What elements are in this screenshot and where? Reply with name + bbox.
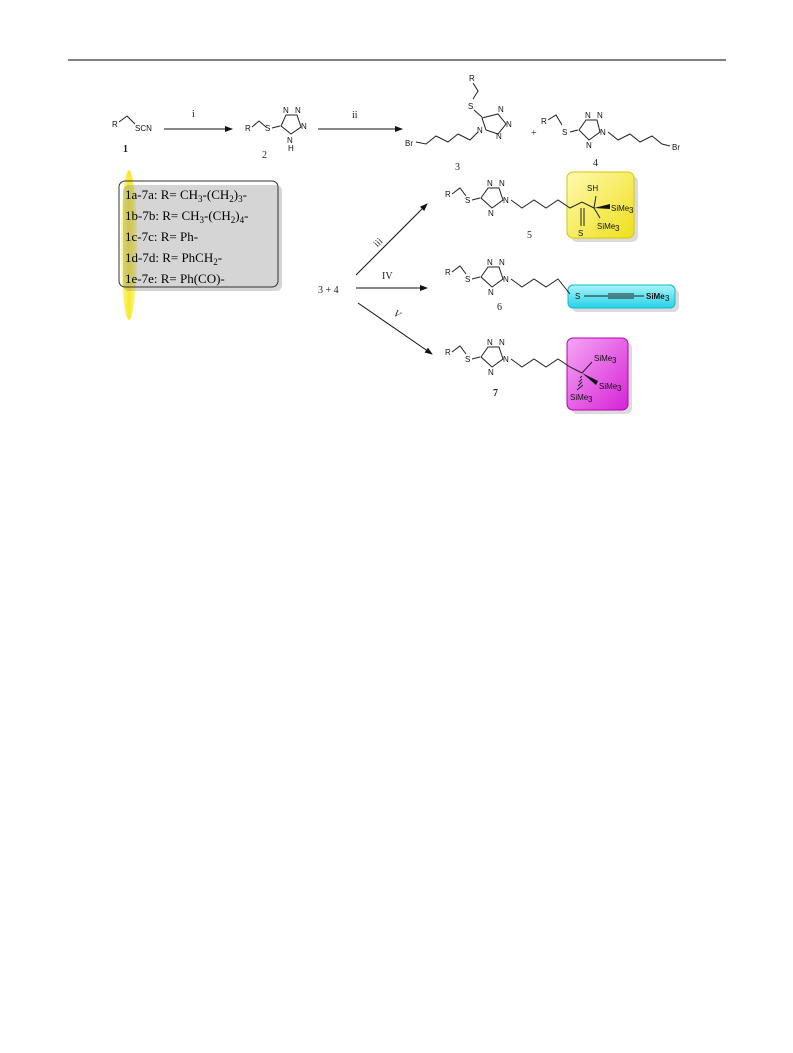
compound-4: R S N N N N Br 4 bbox=[541, 111, 680, 169]
svg-text:N: N bbox=[496, 132, 502, 141]
label-compound-2: 2 bbox=[262, 150, 267, 161]
label-compound-7: 7 bbox=[493, 388, 498, 399]
label-compound-3: 3 bbox=[455, 162, 460, 173]
svg-text:N: N bbox=[506, 120, 512, 129]
substituent-e: 1e-7e: R= Ph(CO)- bbox=[125, 271, 225, 286]
svg-text:3: 3 bbox=[588, 395, 593, 404]
label-compound-5: 5 bbox=[527, 230, 532, 241]
substituent-d: 1d-7d: R= PhCH2- bbox=[125, 250, 222, 267]
label-mix: 3 + 4 bbox=[318, 285, 339, 296]
plus-sign: + bbox=[531, 128, 537, 139]
svg-text:N: N bbox=[301, 122, 307, 131]
svg-text:N: N bbox=[503, 196, 509, 205]
substituent-a: 1a-7a: R= CH3-(CH2)3- bbox=[125, 187, 247, 204]
substituent-b: 1b-7b: R= CH3-(CH2)4- bbox=[125, 208, 248, 225]
reagent-ii: ii bbox=[352, 110, 358, 121]
svg-text:H: H bbox=[288, 144, 294, 153]
svg-text:R: R bbox=[245, 124, 251, 133]
svg-text:S: S bbox=[562, 128, 567, 137]
magenta-highlight-box bbox=[566, 337, 629, 411]
svg-text:R: R bbox=[445, 190, 451, 199]
svg-text:N: N bbox=[295, 106, 301, 115]
svg-text:N: N bbox=[283, 106, 289, 115]
svg-text:R: R bbox=[445, 268, 451, 277]
svg-text:S: S bbox=[575, 292, 580, 301]
svg-text:N: N bbox=[586, 141, 592, 150]
svg-text:N: N bbox=[477, 126, 483, 135]
svg-text:S: S bbox=[578, 229, 583, 238]
atom-R: R bbox=[112, 120, 118, 129]
svg-text:N: N bbox=[499, 179, 505, 188]
svg-text:N: N bbox=[487, 179, 493, 188]
svg-text:SH: SH bbox=[587, 184, 598, 193]
svg-text:3: 3 bbox=[629, 206, 634, 215]
svg-text:N: N bbox=[585, 111, 591, 120]
reagent-IV: IV bbox=[382, 271, 393, 282]
compound-2: R S N N N N H 2 bbox=[245, 106, 307, 161]
svg-text:R: R bbox=[541, 117, 547, 126]
svg-text:SiMe: SiMe bbox=[594, 354, 613, 363]
yellow-highlight bbox=[121, 170, 137, 320]
svg-text:N: N bbox=[488, 209, 494, 218]
svg-text:N: N bbox=[499, 338, 505, 347]
svg-text:S: S bbox=[265, 124, 270, 133]
reagent-i: i bbox=[192, 109, 195, 120]
label-compound-4: 4 bbox=[593, 158, 598, 169]
svg-text:N: N bbox=[487, 338, 493, 347]
svg-text:Br: Br bbox=[672, 143, 680, 152]
svg-text:SiMe: SiMe bbox=[599, 382, 618, 391]
svg-text:R: R bbox=[445, 348, 451, 357]
svg-text:R: R bbox=[469, 74, 475, 83]
svg-text:N: N bbox=[488, 288, 494, 297]
svg-text:Br: Br bbox=[405, 139, 413, 148]
arrow-iii bbox=[355, 203, 428, 276]
label-compound-1: 1 bbox=[123, 144, 128, 155]
substituent-legend: 1a-7a: R= CH3-(CH2)3- 1b-7b: R= CH3-(CH2… bbox=[118, 170, 282, 320]
substituent-c: 1c-7c: R= Ph- bbox=[125, 229, 198, 244]
svg-text:SiMe: SiMe bbox=[646, 292, 665, 301]
svg-text:N: N bbox=[499, 258, 505, 267]
svg-text:S: S bbox=[465, 355, 470, 364]
label-compound-6: 6 bbox=[497, 302, 502, 313]
svg-text:N: N bbox=[488, 368, 494, 377]
svg-text:SiMe: SiMe bbox=[597, 222, 616, 231]
svg-text:N: N bbox=[503, 355, 509, 364]
svg-text:3: 3 bbox=[617, 384, 622, 393]
svg-text:S: S bbox=[468, 102, 473, 111]
svg-text:N: N bbox=[498, 105, 504, 114]
svg-text:3: 3 bbox=[665, 294, 670, 303]
compound-1: R SCN 1 bbox=[112, 115, 152, 155]
svg-text:3: 3 bbox=[615, 224, 620, 233]
svg-text:S: S bbox=[465, 275, 470, 284]
reagent-V: V bbox=[391, 308, 404, 322]
svg-text:N: N bbox=[600, 128, 606, 137]
arrow-V bbox=[357, 302, 433, 355]
compound-3: R S N N N N Br 3 bbox=[405, 74, 512, 173]
svg-text:SiMe: SiMe bbox=[570, 393, 589, 402]
svg-text:N: N bbox=[503, 275, 509, 284]
svg-text:S: S bbox=[465, 196, 470, 205]
svg-text:N: N bbox=[287, 136, 293, 145]
atom-SCN: SCN bbox=[135, 124, 152, 133]
svg-text:N: N bbox=[487, 258, 493, 267]
svg-text:N: N bbox=[597, 111, 603, 120]
svg-text:3: 3 bbox=[612, 356, 617, 365]
svg-text:SiMe: SiMe bbox=[611, 204, 630, 213]
